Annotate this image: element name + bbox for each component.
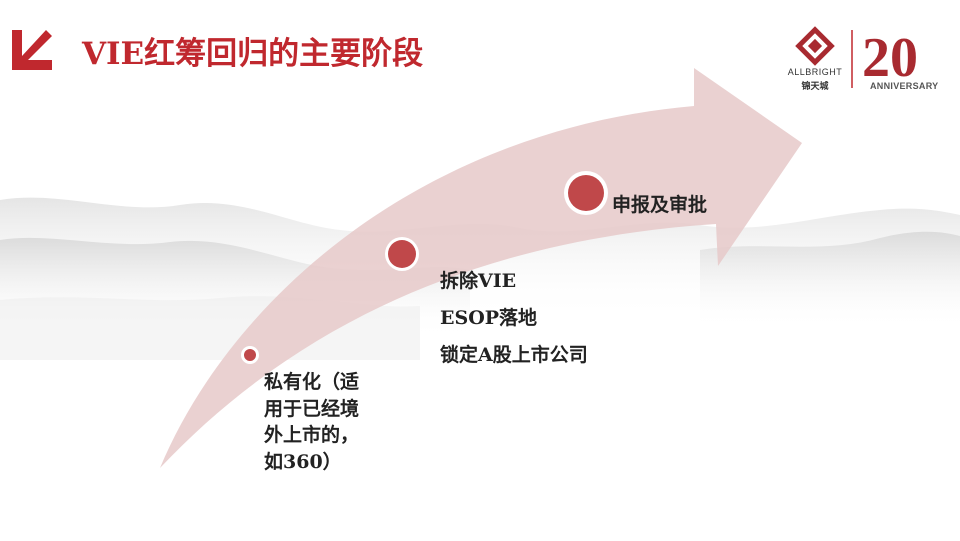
stage-line: 锁定A股上市公司: [440, 344, 588, 366]
stage-line: 如360）: [264, 450, 342, 473]
stage-line: 私有化（适: [264, 371, 360, 393]
arrow-down-right-icon: [12, 30, 52, 70]
stage-label-filing-approval: 申报及审批: [612, 192, 707, 219]
stage-line: 用于已经境: [264, 397, 360, 420]
stage-label-dismantle-vie: 拆除VIE ESOP落地 锁定A股上市公司: [440, 263, 588, 374]
logo-name: ALLBRIGHT: [787, 67, 843, 77]
allbright-logo: 20 ALLBRIGHT 锦天城 ANNIVERSARY: [782, 26, 948, 94]
anniversary-label: ANNIVERSARY: [870, 81, 939, 91]
stage-line: 拆除VIE: [440, 270, 517, 292]
stage-line: ESOP落地: [440, 307, 538, 329]
title-area: VIE红筹回归的主要阶段: [8, 26, 423, 74]
stage-dot-1: [241, 346, 259, 364]
stage-line: 外上市的，: [264, 424, 360, 447]
page-title: VIE红筹回归的主要阶段: [82, 35, 424, 72]
stage-dot-3: [564, 171, 608, 215]
anniversary-number: 20: [862, 27, 918, 89]
stage-label-privatization: 私有化（适 用于已经境 外上市的， 如360）: [264, 369, 359, 475]
progress-arrow: [160, 68, 802, 468]
logo-mark-icon: 20: [795, 26, 918, 89]
logo-cn-name: 锦天城: [801, 82, 829, 92]
stage-line: 申报及审批: [612, 194, 708, 216]
stage-dot-2: [385, 237, 419, 271]
